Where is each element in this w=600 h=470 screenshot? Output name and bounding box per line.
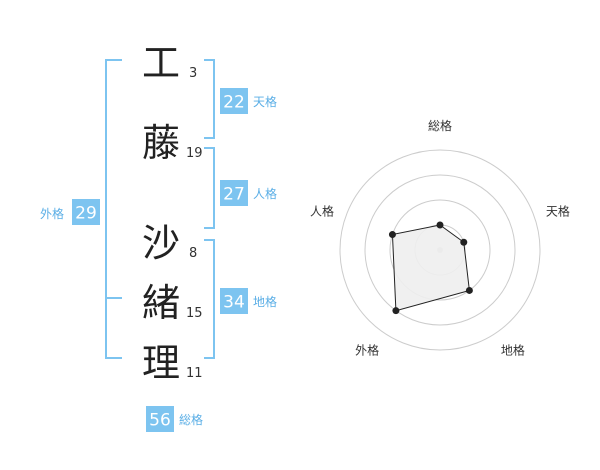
- name-strokes-panel: 工 藤 沙 緒 理 3 19 8 15 11 22 天格 27 人格 34 地格: [40, 41, 277, 432]
- chikaku-label: 地格: [253, 294, 277, 309]
- radar-point-1: [436, 221, 444, 229]
- soukaku-label: 総格: [179, 412, 203, 427]
- radar-ring-2: [389, 199, 491, 301]
- gaikaku-label: 外格: [40, 206, 64, 221]
- tenkaku-badge: 22 天格: [220, 88, 277, 114]
- radar-point-3: [465, 286, 473, 294]
- tenkaku-bracket: [204, 59, 215, 139]
- radar-polygon: [391, 224, 470, 312]
- gaikaku-badge: 外格 29: [40, 199, 100, 225]
- radar-points: [388, 221, 473, 315]
- radar-ring-4: [339, 149, 541, 351]
- gaikaku-bracket: [105, 59, 122, 359]
- chikaku-badge: 34 地格: [220, 288, 277, 314]
- chikaku-bracket: [204, 239, 215, 359]
- kanji-char-4: 緒: [142, 281, 180, 325]
- stroke-count-5: 11: [186, 366, 203, 381]
- radar-ring-3: [364, 174, 516, 326]
- radar-polygon-group: [391, 224, 470, 312]
- soukaku-badge: 56 総格: [146, 406, 203, 432]
- kanji-char-5: 理: [142, 341, 180, 385]
- radar-point-4: [392, 307, 400, 315]
- radar-axis-label-3: 地格: [501, 342, 525, 357]
- jinkaku-bracket: [204, 147, 215, 229]
- stroke-count-3: 8: [189, 246, 197, 261]
- radar-point-2: [460, 238, 468, 246]
- stroke-count-4: 15: [186, 306, 203, 321]
- gaikaku-value: 29: [75, 204, 97, 224]
- jinkaku-value: 27: [223, 185, 245, 205]
- radar-point-5: [388, 231, 396, 239]
- stroke-count-1: 3: [189, 66, 197, 81]
- kanji-char-1: 工: [142, 41, 180, 85]
- soukaku-value: 56: [149, 411, 171, 431]
- radar-axis-label-5: 人格: [310, 204, 334, 219]
- tenkaku-label: 天格: [253, 94, 277, 109]
- radar-axis-label-4: 外格: [355, 342, 379, 357]
- kanji-char-3: 沙: [142, 221, 180, 265]
- radar-axis-label-2: 天格: [546, 204, 570, 219]
- stroke-count-2: 19: [186, 146, 203, 161]
- jinkaku-badge: 27 人格: [220, 180, 277, 206]
- tenkaku-value: 22: [223, 93, 245, 113]
- radar-axis-label-1: 総格: [428, 118, 452, 133]
- kanji-char-2: 藤: [142, 121, 180, 165]
- jinkaku-label: 人格: [253, 186, 277, 201]
- chikaku-value: 34: [223, 293, 245, 313]
